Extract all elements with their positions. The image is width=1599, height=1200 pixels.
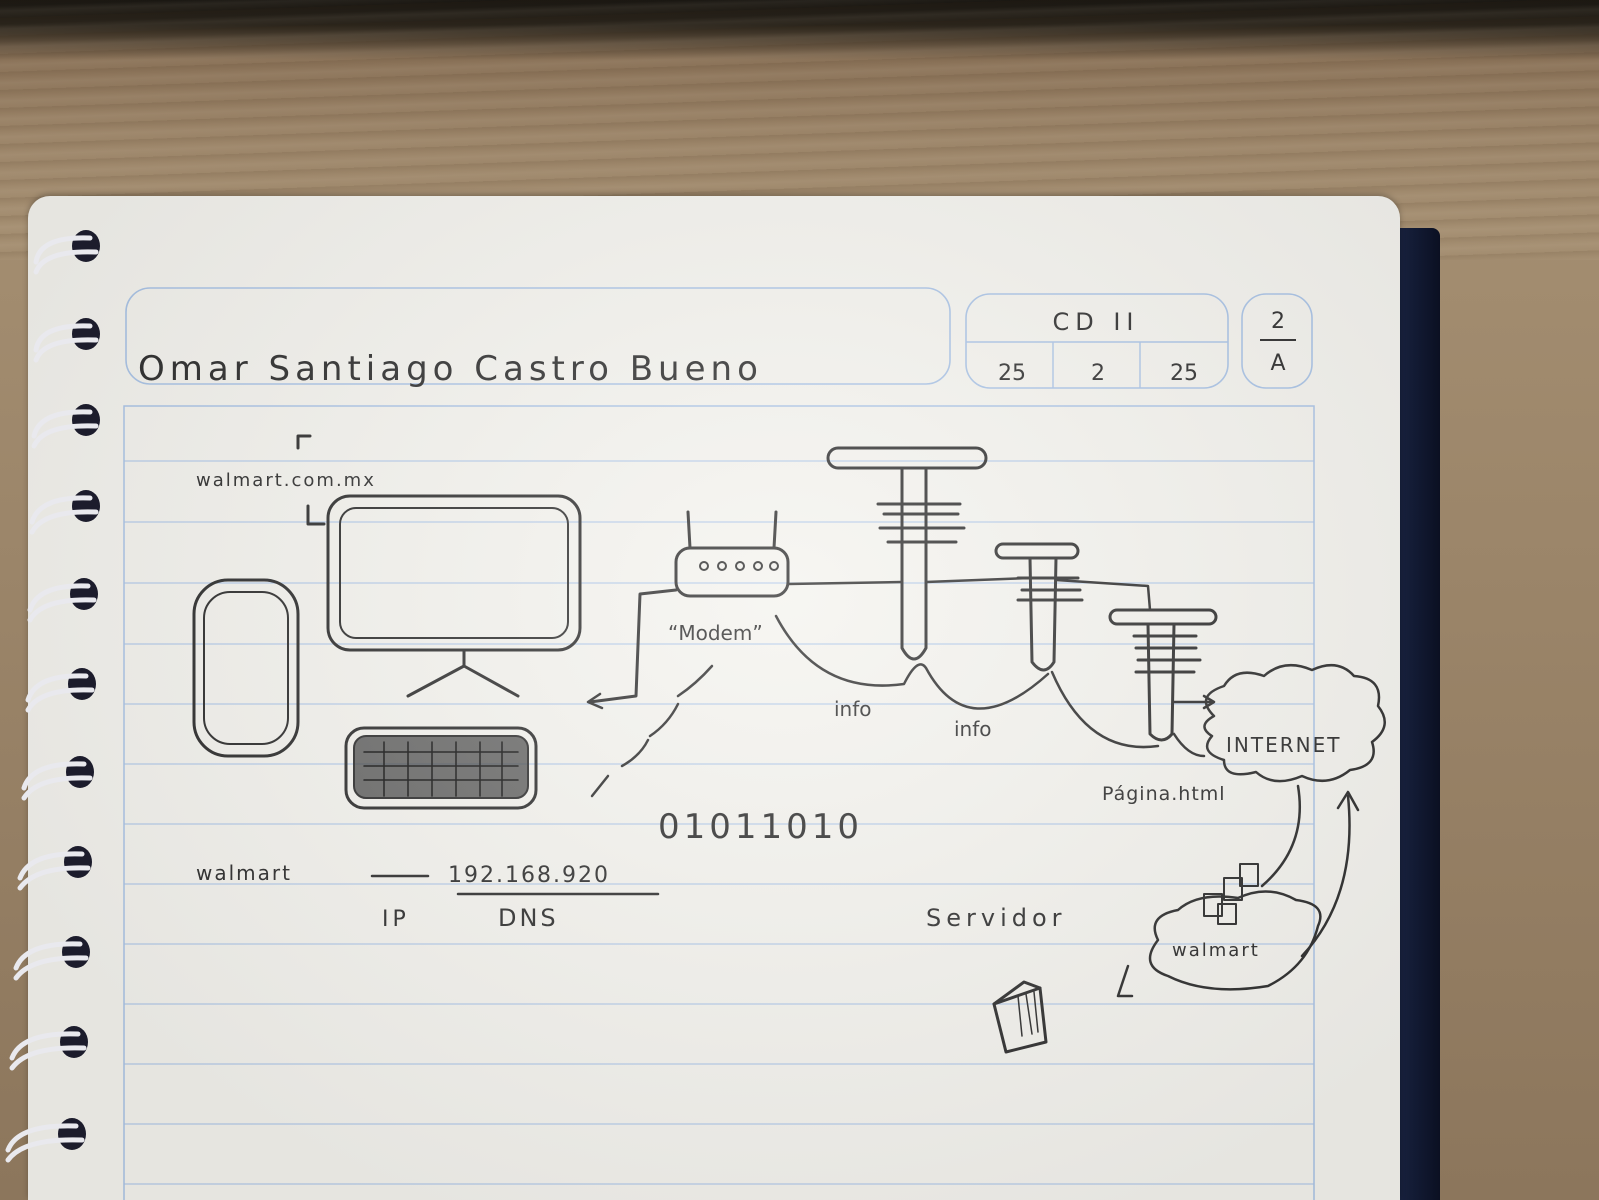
spiral-ring	[33, 230, 100, 275]
student-name: Omar Santiago Castro Bueno	[138, 349, 763, 389]
spiral-ring	[5, 1118, 86, 1163]
tower-1-icon	[826, 446, 988, 661]
url-bracket-bottom	[306, 504, 326, 526]
spiral-ring	[27, 578, 98, 623]
ip-label: IP	[382, 907, 410, 932]
internet-cloud-icon	[1203, 663, 1386, 783]
group-number: 2	[1271, 309, 1285, 334]
ruled-lines	[124, 460, 1314, 1185]
tower-link-lines	[786, 576, 1152, 612]
subject-date-box	[965, 293, 1229, 389]
spiral-ring	[29, 490, 100, 535]
internet-label: INTERNET	[1226, 733, 1341, 757]
subject-label: CD II	[1052, 308, 1139, 336]
spiral-ring	[17, 846, 92, 891]
tower-3-icon	[1108, 608, 1218, 742]
binary-label: 01011010	[658, 807, 863, 847]
spiral-ring	[31, 404, 100, 449]
spiral-ring	[9, 1026, 88, 1071]
tablet-icon	[192, 578, 300, 758]
writing-area-border	[123, 405, 1315, 1200]
modem-label: “Modem”	[668, 621, 763, 645]
keyboard-icon	[344, 726, 538, 810]
walmart-left-label: walmart	[196, 861, 292, 885]
url-bracket-top	[296, 434, 312, 450]
info-label-1: info	[834, 697, 872, 721]
date-day: 25	[998, 361, 1026, 386]
modem-cable	[588, 588, 678, 704]
spiral-ring	[33, 318, 100, 363]
spiral-ring	[25, 668, 96, 713]
notebook-page: Omar Santiago Castro Bueno CD II 25 2 25…	[28, 196, 1400, 1200]
info-label-2: info	[954, 717, 992, 741]
spiral-ring	[13, 936, 90, 981]
modem-icon	[674, 510, 790, 598]
walmart-cloud-label: walmart	[1172, 940, 1260, 961]
data-flow-path	[774, 614, 1206, 758]
server-stack-icon	[1203, 863, 1259, 925]
monitor-icon	[326, 494, 582, 698]
page-sketch: Omar Santiago Castro Bueno CD II 25 2 25…	[123, 287, 1386, 1200]
group-box	[1241, 293, 1313, 389]
wifi-signal-icon	[590, 664, 714, 798]
servidor-label: Servidor	[926, 904, 1067, 932]
walmart-server-cloud	[1148, 890, 1322, 991]
pagina-label: Página.html	[1102, 783, 1226, 805]
ip-address-label: 192.168.920	[448, 863, 610, 888]
group-letter: A	[1270, 351, 1285, 376]
dns-label: DNS	[498, 904, 559, 932]
name-box	[125, 287, 951, 385]
url-label: walmart.com.mx	[196, 470, 376, 491]
spiral-ring	[21, 756, 94, 801]
date-year: 25	[1170, 361, 1198, 386]
server-box-icon	[992, 980, 1048, 1054]
spiral-binding	[5, 230, 100, 1163]
date-month: 2	[1091, 361, 1105, 386]
tower-2-icon	[994, 542, 1084, 672]
